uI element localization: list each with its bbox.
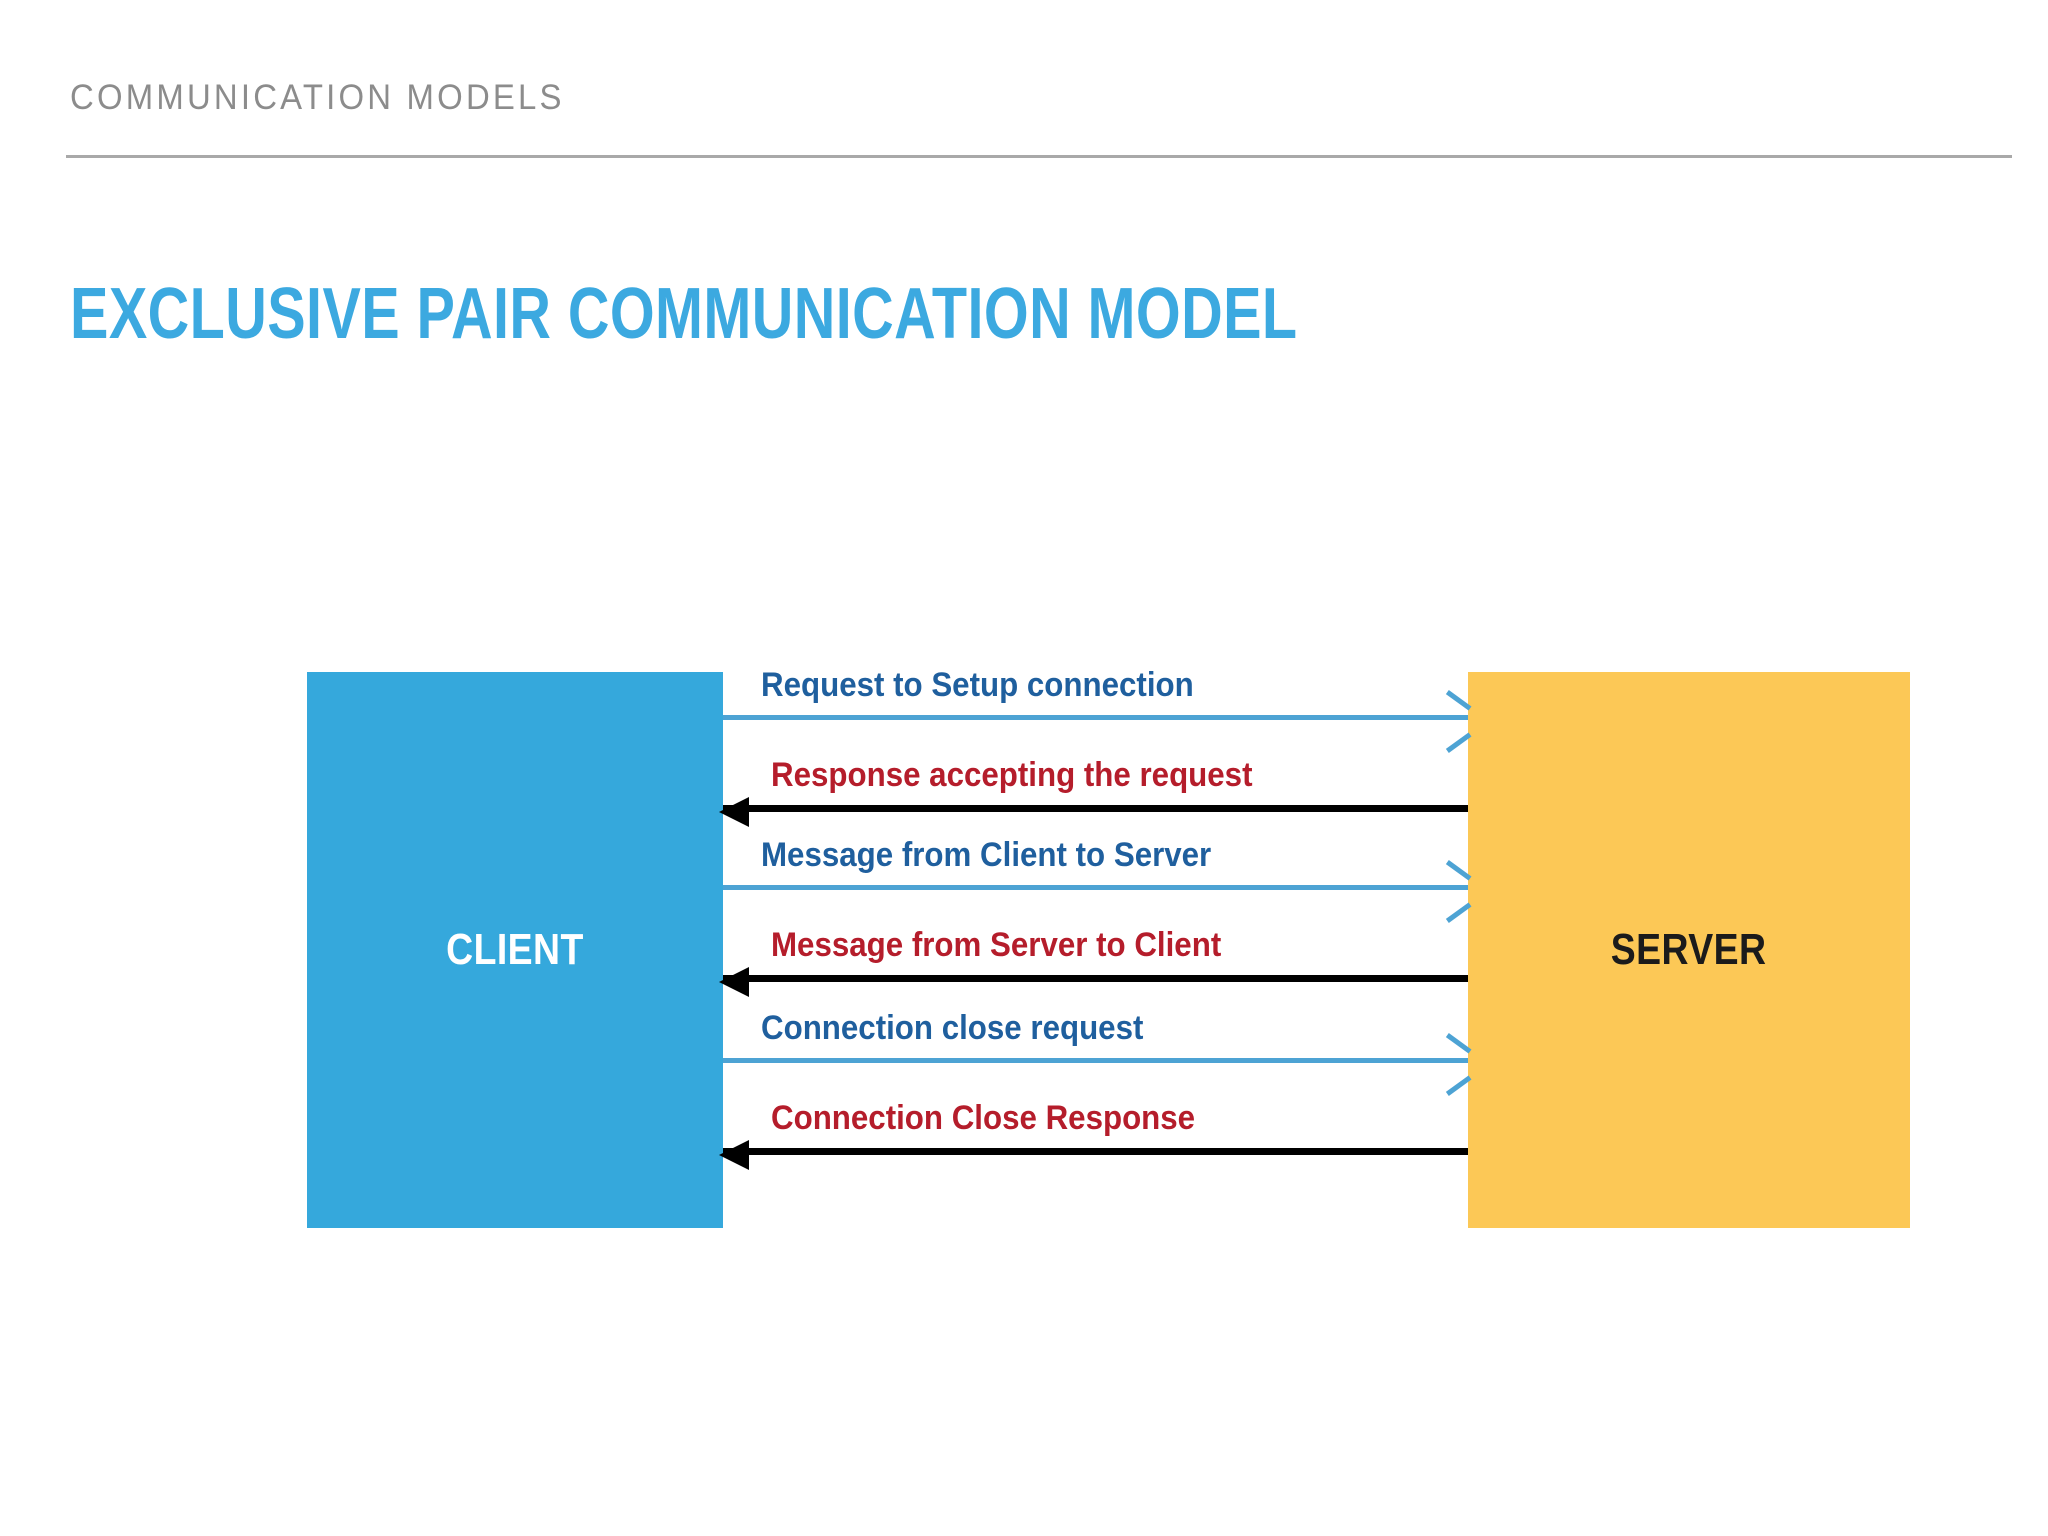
message-label: Message from Server to Client: [771, 926, 1222, 964]
arrow-left-icon: [719, 797, 1468, 827]
arrow-right-icon: [723, 1058, 1468, 1063]
arrowhead-left-icon: [719, 967, 749, 997]
client-node: CLIENT: [307, 672, 723, 1228]
server-node-label: SERVER: [1611, 925, 1767, 974]
arrow-left-icon: [719, 1140, 1468, 1170]
message-label: Request to Setup connection: [761, 666, 1194, 704]
header-divider: [66, 155, 2012, 158]
arrow-right-icon: [723, 715, 1468, 720]
message-label: Connection Close Response: [771, 1099, 1196, 1137]
server-node: SERVER: [1468, 672, 1910, 1228]
arrowhead-left-icon: [719, 797, 749, 827]
arrowhead-left-icon: [719, 1140, 749, 1170]
message-label: Response accepting the request: [771, 756, 1253, 794]
message-label: Connection close request: [761, 1009, 1144, 1047]
client-node-label: CLIENT: [446, 925, 584, 974]
page-title: EXCLUSIVE PAIR COMMUNICATION MODEL: [70, 274, 1298, 355]
message-label: Message from Client to Server: [761, 836, 1212, 874]
arrow-left-icon: [719, 967, 1468, 997]
arrow-right-icon: [723, 885, 1468, 890]
slide-eyebrow: COMMUNICATION MODELS: [70, 78, 565, 117]
